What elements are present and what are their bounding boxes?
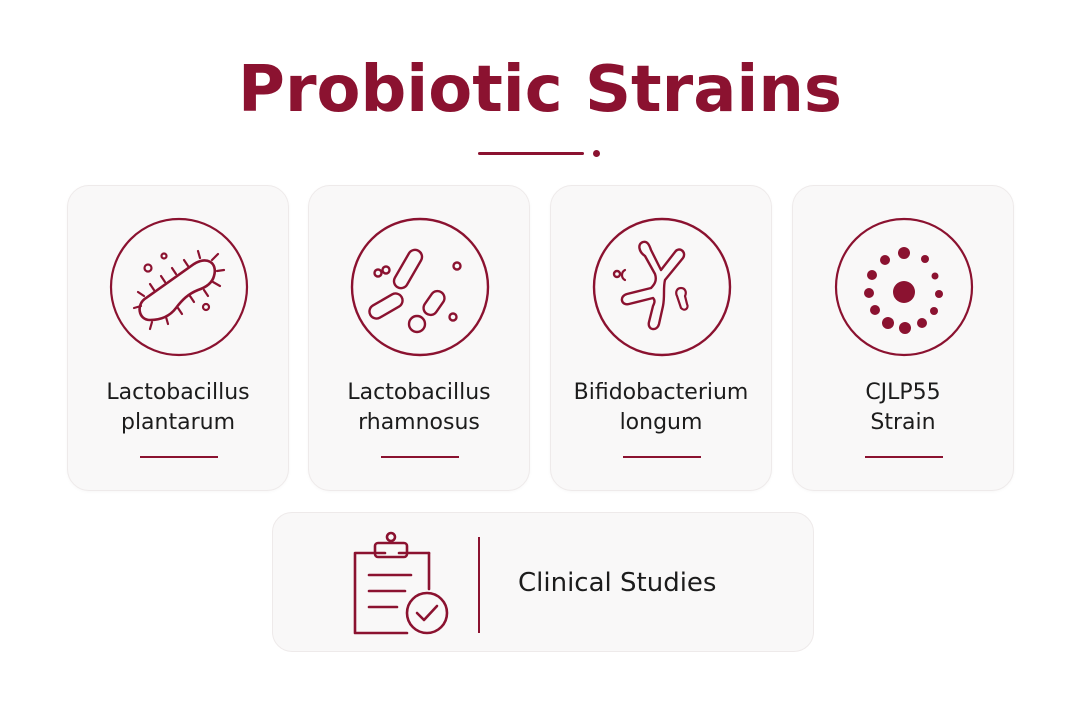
strain-name-line2: longum: [619, 410, 703, 435]
clipboard-check-icon: [353, 531, 449, 635]
vertical-divider: [478, 537, 480, 633]
strain-name-line2: plantarum: [120, 410, 236, 435]
dot-ring-icon: [834, 217, 974, 357]
title-underline: [478, 152, 584, 155]
strain-underline: [623, 456, 701, 458]
rod-bacterium-icon: [109, 217, 249, 357]
strain-card-lactobacillus-plantarum: Lactobacillus plantarum: [67, 185, 289, 491]
strain-name: Bifidobacterium longum: [551, 378, 771, 438]
clinical-studies-card: Clinical Studies: [272, 512, 814, 652]
strain-name: Lactobacillus plantarum: [68, 378, 288, 438]
strain-underline: [865, 456, 943, 458]
strain-name-line1: CJLP55: [865, 380, 941, 405]
clinical-studies-label: Clinical Studies: [518, 568, 717, 598]
title-dot: [593, 150, 600, 157]
strain-underline: [140, 456, 218, 458]
strain-name-line1: Lactobacillus: [106, 380, 250, 405]
bacilli-cluster-icon: [350, 217, 490, 357]
branched-bacterium-icon: [592, 217, 732, 357]
strain-card-cjlp55: CJLP55 Strain: [792, 185, 1014, 491]
strain-name-line1: Bifidobacterium: [573, 380, 749, 405]
strain-name: Lactobacillus rhamnosus: [309, 378, 529, 438]
strain-card-bifidobacterium-longum: Bifidobacterium longum: [550, 185, 772, 491]
strain-underline: [381, 456, 459, 458]
strain-name-line2: Strain: [870, 410, 936, 435]
strain-name-line1: Lactobacillus: [347, 380, 491, 405]
strain-card-lactobacillus-rhamnosus: Lactobacillus rhamnosus: [308, 185, 530, 491]
strain-name: CJLP55 Strain: [793, 378, 1013, 438]
page-title: Probiotic Strains: [238, 53, 842, 127]
strain-name-line2: rhamnosus: [358, 410, 480, 435]
